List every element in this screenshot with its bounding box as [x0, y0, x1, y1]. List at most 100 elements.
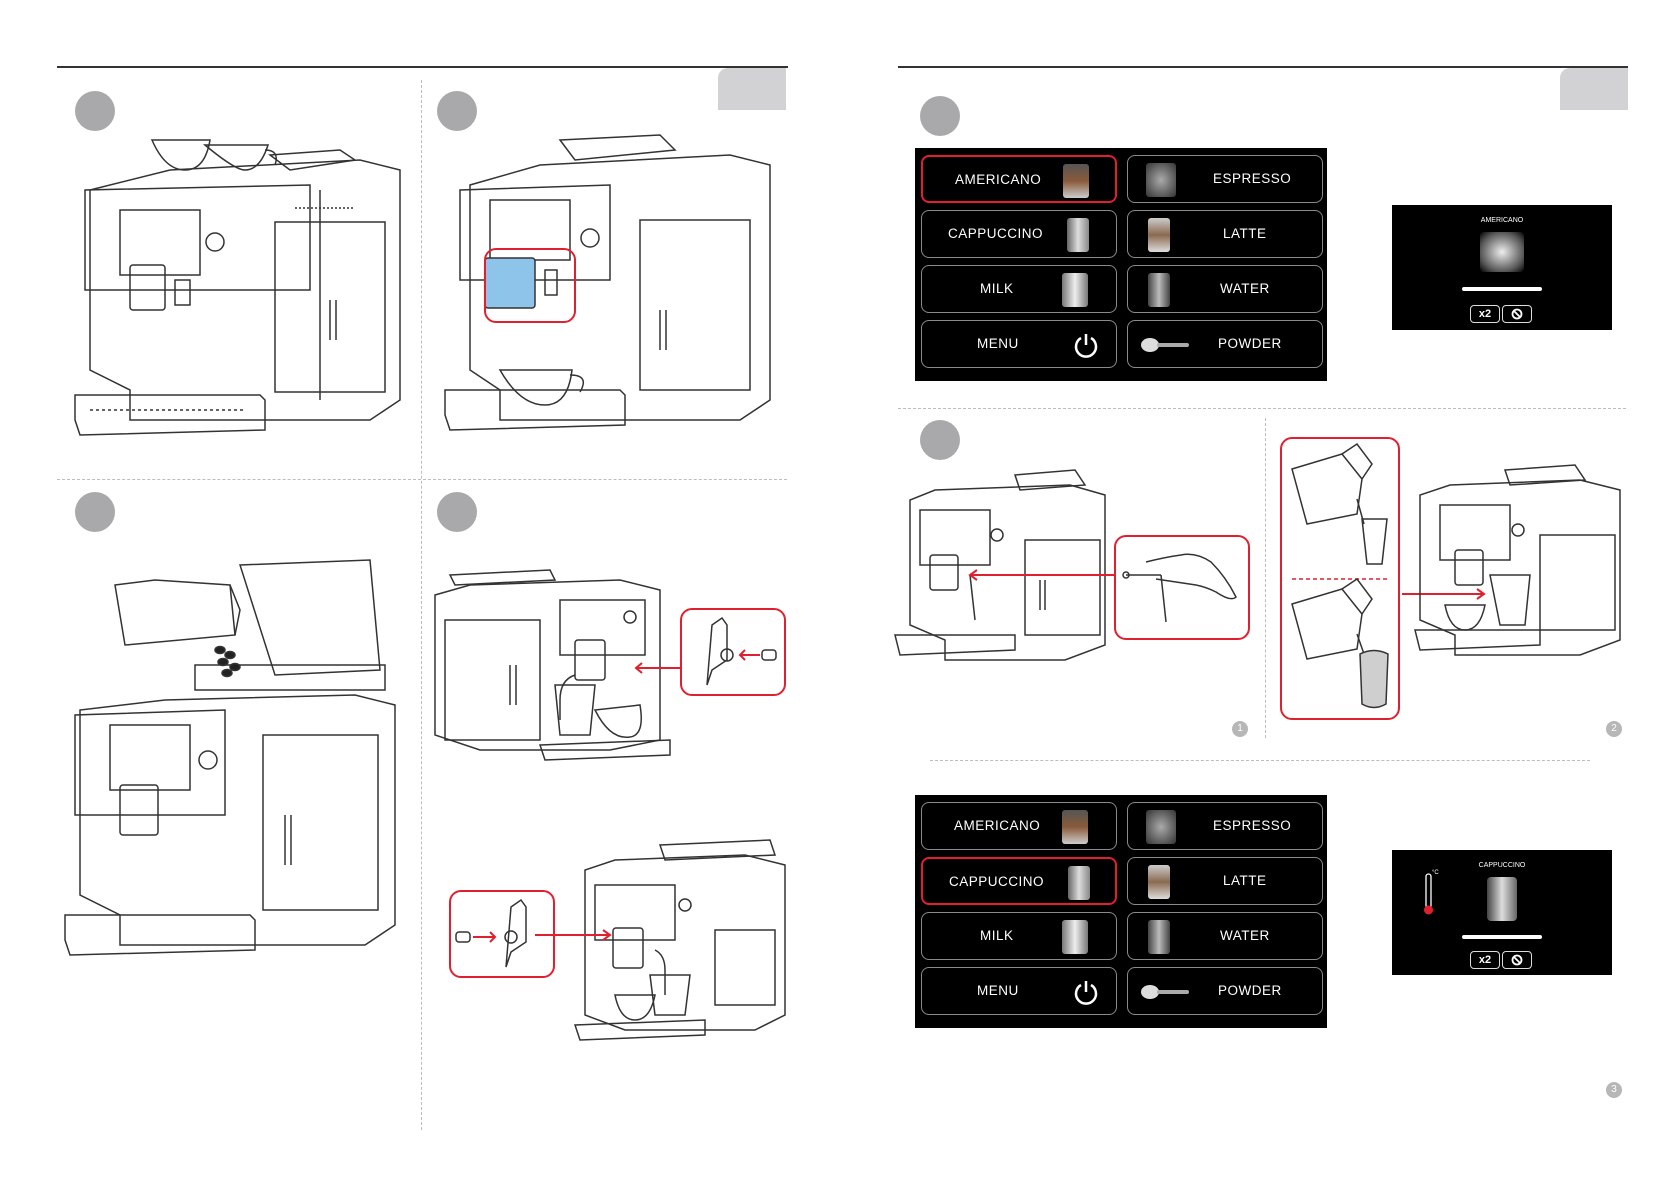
step-dot-2 — [437, 91, 477, 131]
espresso-thumb — [1146, 810, 1176, 844]
left-header-rule — [57, 66, 788, 68]
brew-title: AMERICANO — [1480, 217, 1524, 224]
cappuccino-label: CAPPUCCINO — [948, 226, 1044, 241]
tube-detail-box-1 — [680, 608, 786, 696]
right-header-rule — [898, 66, 1628, 68]
right-vertical-divider — [1265, 418, 1266, 738]
cappuccino-brew-thumb — [1487, 877, 1517, 921]
milk-thumb — [1062, 920, 1088, 954]
latte-button[interactable]: LATTE — [1127, 210, 1323, 258]
milk-carton-pour-icons — [1291, 442, 1389, 709]
double-button[interactable]: x2 — [1470, 951, 1500, 969]
left-vertical-divider — [421, 80, 422, 1130]
cappuccino-button[interactable]: CAPPUCCINO — [921, 210, 1117, 258]
spout-highlight-box — [484, 248, 576, 323]
americano-label: AMERICANO — [954, 818, 1041, 833]
tube-connector-detail-1 — [706, 616, 777, 686]
milk-button[interactable]: MILK — [921, 265, 1117, 313]
americano-thumb — [1062, 810, 1088, 844]
water-button[interactable]: WATER — [1127, 912, 1323, 960]
latte-button[interactable]: LATTE — [1127, 857, 1323, 905]
americano-label: AMERICANO — [955, 172, 1042, 187]
brew-progress-bar — [1462, 935, 1542, 939]
menu-label: MENU — [977, 336, 1019, 351]
water-button[interactable]: WATER — [1127, 265, 1323, 313]
latte-label: LATTE — [1223, 873, 1267, 888]
espresso-thumb — [1146, 163, 1176, 197]
milk-label: MILK — [980, 928, 1014, 943]
menu-button[interactable]: MENU — [921, 967, 1117, 1015]
tube-removal-detail-box — [1114, 535, 1250, 640]
cancel-icon — [1511, 954, 1523, 966]
cappuccino-button[interactable]: CAPPUCCINO — [921, 857, 1117, 905]
right-horizontal-divider-1 — [898, 408, 1626, 409]
brew-screen-americano: AMERICANO x2 — [1392, 205, 1612, 330]
sub-step-number-3: 3 — [1606, 1082, 1622, 1098]
water-thumb — [1148, 273, 1170, 307]
add-coffee-beans-illustration — [64, 559, 396, 956]
right-horizontal-divider-2 — [930, 760, 1590, 761]
latte-thumb — [1148, 218, 1170, 252]
water-label: WATER — [1220, 928, 1270, 943]
step-dot-5 — [920, 96, 960, 136]
menu-button[interactable]: MENU — [921, 320, 1117, 368]
sub-step-number-1: 1 — [1232, 721, 1248, 737]
water-thumb — [1148, 920, 1170, 954]
brew-title: CAPPUCCINO — [1478, 862, 1526, 869]
latte-label: LATTE — [1223, 226, 1267, 241]
step-dot-1 — [75, 91, 115, 131]
sub-step-number-2: 2 — [1606, 721, 1622, 737]
step-dot-6 — [920, 420, 960, 460]
coffee-beans-icon — [214, 645, 241, 678]
cancel-button[interactable] — [1502, 951, 1532, 969]
menu-label: MENU — [977, 983, 1019, 998]
milk-button[interactable]: MILK — [921, 912, 1117, 960]
americano-button[interactable]: AMERICANO — [921, 802, 1117, 850]
left-header-tab — [718, 68, 786, 110]
brew-screen-cappuccino: CAPPUCCINO °C x2 — [1392, 850, 1612, 975]
left-horizontal-divider — [57, 479, 787, 480]
temp-unit: °C — [1432, 870, 1439, 876]
tube-connector-detail-2 — [455, 898, 527, 968]
americano-button[interactable]: AMERICANO — [921, 155, 1117, 203]
milk-thumb — [1062, 273, 1088, 307]
espresso-button[interactable]: ESPRESSO — [1127, 802, 1323, 850]
cappuccino-label: CAPPUCCINO — [949, 874, 1045, 889]
double-button[interactable]: x2 — [1470, 305, 1500, 323]
latte-thumb — [1148, 865, 1170, 899]
attach-milk-tube-illustration-2 — [535, 839, 786, 1041]
powder-label: POWDER — [1218, 336, 1282, 351]
americano-thumb — [1063, 164, 1089, 198]
milk-container-detail-box — [1280, 437, 1400, 720]
step-dot-3 — [75, 492, 115, 532]
arrow-icon — [634, 662, 680, 674]
powder-button[interactable]: POWDER — [1127, 320, 1323, 368]
cappuccino-thumb — [1067, 218, 1089, 252]
hand-pulling-tube-icon — [1122, 553, 1237, 623]
spoon-icon — [1141, 338, 1189, 352]
americano-brew-thumb — [1480, 232, 1524, 272]
machine-cups-on-top-illustration — [74, 139, 401, 436]
menu-panel-2: AMERICANO ESPRESSO CAPPUCCINO LATTE MILK… — [915, 795, 1327, 1028]
remove-milk-tube-illustration — [894, 469, 1115, 661]
attach-milk-tube-illustration-1 — [434, 569, 671, 761]
powder-button[interactable]: POWDER — [1127, 967, 1323, 1015]
cappuccino-thumb — [1068, 866, 1090, 900]
cancel-icon — [1511, 308, 1523, 320]
brew-progress-bar — [1462, 287, 1542, 291]
cancel-button[interactable] — [1502, 305, 1532, 323]
milk-label: MILK — [980, 281, 1014, 296]
spoon-icon — [1141, 985, 1189, 999]
right-header-tab — [1560, 68, 1628, 110]
water-label: WATER — [1220, 281, 1270, 296]
step-dot-4 — [437, 492, 477, 532]
arrow-icon — [1402, 588, 1486, 600]
powder-label: POWDER — [1218, 983, 1282, 998]
thermometer-icon — [1424, 873, 1433, 915]
machine-spout-highlight-illustration — [444, 134, 771, 431]
espresso-label: ESPRESSO — [1213, 818, 1292, 833]
espresso-button[interactable]: ESPRESSO — [1127, 155, 1323, 203]
power-icon — [1074, 334, 1098, 358]
menu-panel-1: AMERICANO ESPRESSO CAPPUCCINO LATTE MILK… — [915, 148, 1327, 381]
espresso-label: ESPRESSO — [1213, 171, 1292, 186]
